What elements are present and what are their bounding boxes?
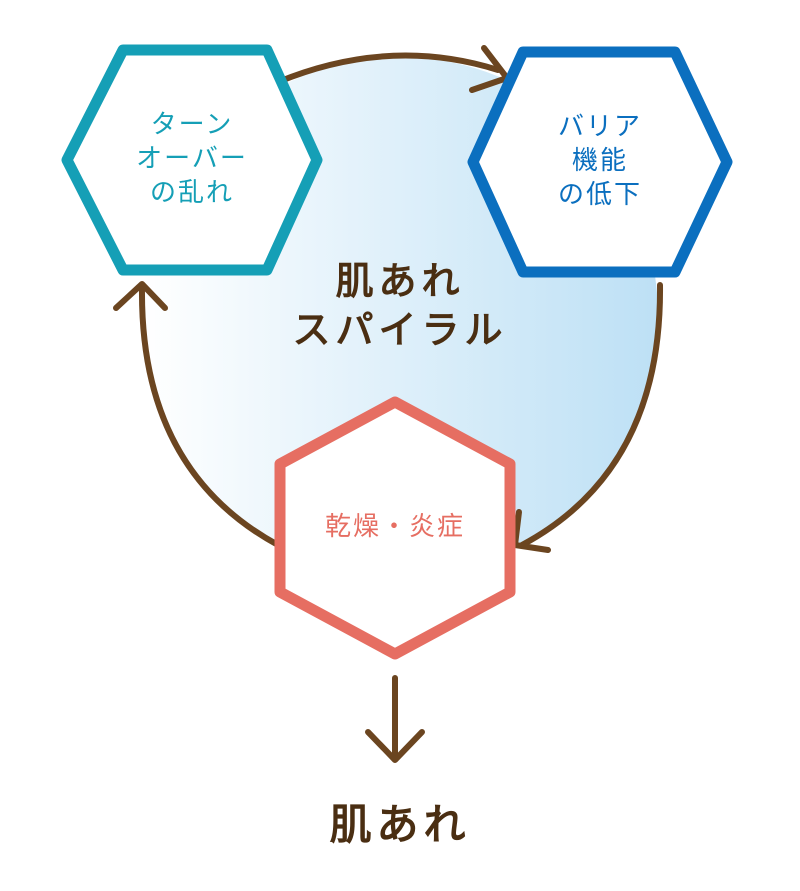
- result-text: 肌あれ: [329, 799, 471, 849]
- arrow-barrier-to-dryness: [519, 282, 664, 548]
- arrowhead-result: [365, 729, 425, 763]
- arrow-dryness-to-turnover: [138, 285, 281, 548]
- spiral-title-line-2: スパイラル: [292, 307, 508, 352]
- node-barrier-label: バリア 機能 の低下: [500, 80, 700, 244]
- node-turnover-line-1: ターン: [150, 110, 234, 141]
- arrow-turnover-to-barrier: [275, 52, 501, 85]
- hex-turnover: [61, 44, 323, 276]
- arrowhead-turnover: [113, 281, 168, 311]
- node-barrier-line-3: の低下: [557, 179, 642, 210]
- spiral-title: 肌あれ スパイラル: [230, 245, 570, 365]
- node-barrier-line-1: バリア: [557, 112, 642, 143]
- hex-barrier: [467, 46, 733, 278]
- result-label: 肌あれ: [250, 790, 550, 860]
- node-dryness-line-1: 乾燥・炎症: [324, 512, 465, 543]
- hex-dryness: [274, 396, 516, 660]
- node-turnover-line-3: の乱れ: [149, 177, 234, 208]
- node-dryness-label: 乾燥・炎症: [290, 500, 500, 556]
- node-turnover-line-2: オーバー: [136, 144, 248, 175]
- spiral-title-line-1: 肌あれ: [335, 257, 465, 303]
- node-turnover-label: ターン オーバー の乱れ: [92, 78, 292, 242]
- node-barrier-line-2: 機能: [571, 146, 628, 177]
